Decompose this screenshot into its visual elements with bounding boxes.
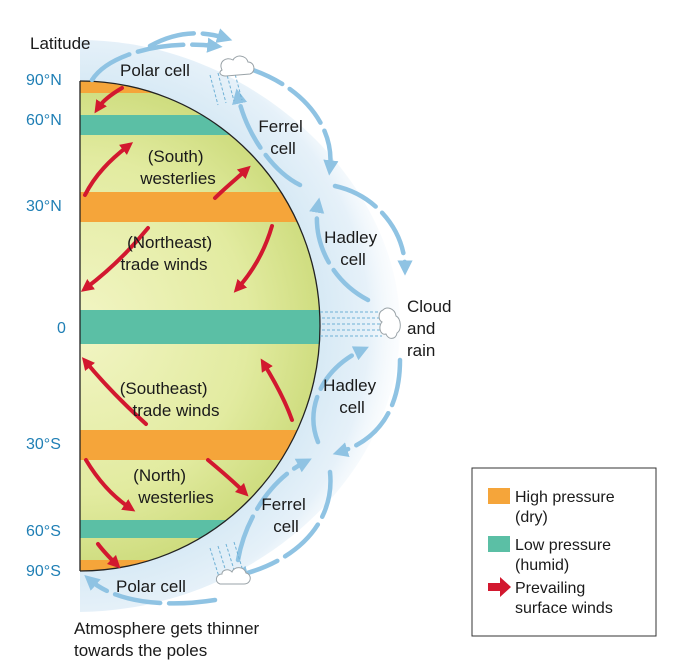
ferrel-cell-south-label: Ferrel cell [261, 495, 310, 536]
latitude-label-90s: 90°S [26, 563, 61, 580]
wind-arrow-polar-north [94, 86, 124, 114]
wind-arrow-polar-south [96, 542, 121, 569]
legend-label-high-pressure: High pressure (dry) [515, 489, 619, 526]
legend-swatch-high-pressure [488, 488, 510, 504]
circulation-cells [84, 28, 413, 606]
ferrel-cell-north-label: Ferrel cell [258, 117, 307, 158]
latitude-axis-title: Latitude [30, 34, 91, 53]
latitude-label-60n: 60°N [26, 112, 62, 129]
cloud-icon [215, 55, 401, 585]
latitude-label-30n: 30°N [26, 198, 62, 215]
latitude-labels: 90°N 60°N 30°N 0 30°S 60°S 90°S [26, 72, 66, 580]
ferrel-cell-north-inner [232, 88, 303, 188]
polar-cell-north-loop [89, 37, 223, 83]
latitude-label-60s: 60°S [26, 523, 61, 540]
legend-label-prevailing-winds: Prevailing surface winds [515, 580, 613, 617]
ferrel-cell-south-inner [235, 458, 312, 563]
hadley-cell-north-inner [309, 197, 371, 303]
wind-arrow-trade-s2 [260, 358, 294, 422]
hadley-cell-south-label: Hadley cell [323, 376, 381, 417]
prevailing-winds [80, 86, 294, 569]
latitude-label-0: 0 [57, 320, 66, 337]
hadley-cell-south-loop [332, 357, 403, 458]
caption: Atmosphere gets thinner towards the pole… [74, 619, 264, 660]
wind-arrow-westerly-n2 [213, 165, 251, 200]
southeast-trade-winds-label: (Southeast) trade winds [120, 379, 220, 420]
legend-arrow-icon [488, 577, 511, 597]
latitude-label-90n: 90°N [26, 72, 62, 89]
ferrel-cell-north-loop [237, 63, 339, 176]
polar-cell-north-top [147, 28, 233, 49]
legend-label-low-pressure: Low pressure (humid) [515, 537, 616, 574]
polar-cell-south-label: Polar cell [116, 577, 186, 596]
polar-cell-north-label: Polar cell [120, 61, 190, 80]
wind-arrow-trade-n2 [233, 224, 274, 293]
north-westerlies-label: (North) westerlies [133, 466, 214, 507]
latitude-label-30s: 30°S [26, 436, 61, 453]
hadley-cell-north-loop [332, 183, 413, 276]
legend: High pressure (dry) Low pressure (humid)… [471, 467, 657, 637]
wind-arrow-westerly-s1 [84, 458, 136, 512]
hadley-cell-south-inner [311, 346, 369, 445]
wind-arrow-trade-s1 [81, 357, 148, 426]
wind-arrow-trade-n1 [80, 226, 150, 292]
polar-cell-south-loop [84, 574, 218, 606]
hadley-cell-north-label: Hadley cell [324, 228, 382, 269]
northeast-trade-winds-label: (Northeast) trade winds [121, 233, 217, 274]
wind-arrow-westerly-s2 [206, 458, 249, 497]
cloud-and-rain-label: Cloud and rain [407, 297, 456, 360]
ferrel-cell-south-loop [232, 469, 333, 581]
low-pressure-band-equator [80, 310, 320, 344]
south-westerlies-label: (South) westerlies [139, 147, 216, 188]
legend-swatch-low-pressure [488, 536, 510, 552]
high-pressure-band-30s [80, 430, 320, 460]
high-pressure-band-30n [80, 192, 320, 222]
wind-arrow-westerly-n1 [83, 142, 134, 197]
